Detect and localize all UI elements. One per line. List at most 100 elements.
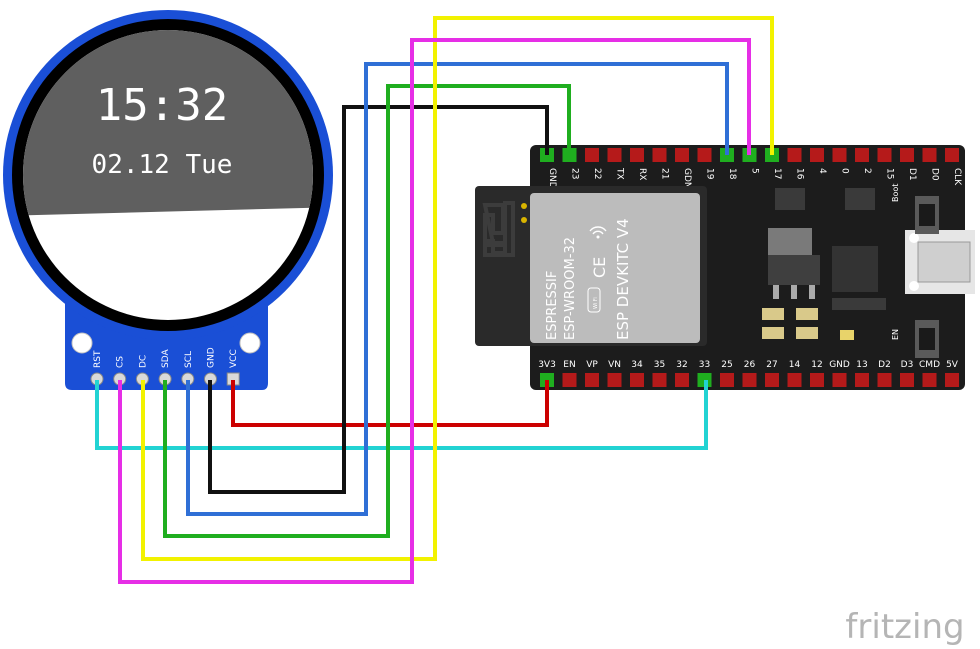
board-pin-label: VN — [608, 360, 621, 370]
board-pin-label: CMD — [919, 360, 940, 370]
board-pin-label: EN — [563, 360, 575, 370]
board-pin-label: 4 — [817, 168, 827, 174]
board-pin-top[interactable] — [832, 148, 847, 162]
board-pin-bottom[interactable] — [562, 373, 577, 387]
board-pin-bottom[interactable] — [922, 373, 937, 387]
wire-cs-5[interactable] — [118, 38, 751, 584]
status-led — [840, 330, 854, 340]
board-pin-label: 13 — [856, 360, 867, 370]
board-pin-label: GDN — [682, 168, 692, 189]
board-pin-label: D0 — [930, 168, 940, 181]
board-pin-bottom[interactable] — [787, 373, 802, 387]
board-pin-bottom[interactable] — [945, 373, 959, 387]
board-pin-label: 14 — [789, 360, 801, 370]
wire-rst-33[interactable] — [95, 380, 708, 450]
board-pin-label: 27 — [766, 360, 777, 370]
wifi-icon — [589, 226, 607, 239]
board-pin-label: VP — [586, 360, 598, 370]
board-pin-label: RX — [637, 168, 647, 180]
board-pin-label: 18 — [727, 168, 737, 180]
board-pin-top[interactable] — [652, 148, 667, 162]
board-pin-label: CLK — [952, 168, 962, 186]
usb-tab — [909, 233, 919, 243]
module-pad — [521, 217, 527, 223]
wire-sda-23[interactable] — [163, 84, 571, 538]
board-pin-bottom[interactable] — [675, 373, 689, 387]
boot-label: Boot — [891, 184, 900, 202]
ce-mark: CE — [590, 257, 609, 278]
board-pin-label: 22 — [592, 168, 602, 179]
display-pin-label: RST — [93, 350, 103, 368]
en-button-cap[interactable] — [919, 328, 935, 350]
wifi-certified-badge — [587, 287, 601, 313]
board-pin-label: 17 — [772, 168, 782, 179]
board-pin-bottom[interactable] — [855, 373, 869, 387]
board-pin-top[interactable] — [787, 148, 802, 162]
board-pin-label: 5V — [946, 360, 959, 370]
board-pin-bottom[interactable] — [810, 373, 824, 387]
board-pin-label: 16 — [795, 168, 805, 180]
board-pin-label: D2 — [878, 360, 891, 370]
board-pin-top[interactable] — [675, 148, 689, 162]
board-pin-top[interactable] — [585, 148, 599, 162]
board-pin-label: 5 — [750, 168, 760, 174]
board-pin-top[interactable] — [697, 148, 712, 162]
boot-button-cap[interactable] — [919, 204, 935, 226]
board-pin-bottom[interactable] — [607, 373, 622, 387]
board-pin-bottom[interactable] — [832, 373, 847, 387]
board-pin-label: 2 — [862, 168, 872, 174]
board-pin-label: 33 — [699, 360, 710, 370]
board-pin-label: D3 — [901, 360, 914, 370]
en-label: EN — [891, 329, 900, 340]
display-pin-label: DC — [138, 355, 148, 368]
wire-dc-17[interactable] — [141, 16, 774, 561]
board-pin-label: GND — [829, 360, 850, 370]
smd-capacitor — [762, 327, 784, 339]
board-pin-bottom[interactable] — [630, 373, 644, 387]
smd-capacitor — [796, 327, 818, 339]
board-pin-top[interactable] — [607, 148, 622, 162]
board-pin-top[interactable] — [945, 148, 959, 162]
board-pin-top[interactable] — [900, 148, 914, 162]
board-pin-bottom[interactable] — [877, 373, 892, 387]
smd-capacitor — [796, 308, 818, 320]
board-pin-bottom[interactable] — [585, 373, 599, 387]
board-pin-label: 34 — [631, 360, 643, 370]
board-pin-bottom[interactable] — [900, 373, 914, 387]
wire-scl-18[interactable] — [186, 62, 729, 516]
mount-hole — [239, 332, 261, 354]
board-pin-bottom[interactable] — [742, 373, 757, 387]
smd-capacitor — [762, 308, 784, 320]
board-pin-label: 21 — [660, 168, 670, 179]
board-pin-label: 32 — [676, 360, 687, 370]
regulator-leg — [773, 285, 779, 299]
board-pin-bottom[interactable] — [652, 373, 667, 387]
board-pin-top[interactable] — [855, 148, 869, 162]
wires — [95, 16, 774, 584]
board-pin-bottom[interactable] — [765, 373, 779, 387]
voltage-regulator-tab — [768, 228, 812, 258]
board-pin-bottom[interactable] — [720, 373, 734, 387]
wifi-badge-label: Wi Fi — [593, 297, 599, 309]
board-pin-top[interactable] — [877, 148, 892, 162]
wire-gnd-gnd[interactable] — [208, 105, 549, 494]
board-pin-label: 25 — [721, 360, 732, 370]
board-pin-top[interactable] — [630, 148, 644, 162]
board-pin-label: 26 — [744, 360, 756, 370]
display-pin-label: VCC — [229, 349, 239, 368]
voltage-regulator — [768, 255, 820, 285]
esp-wroom-32-module: ESPRESSIF ESP-WROOM-32 ESP DEVKITC V4 CE… — [475, 186, 707, 346]
module-pad — [521, 203, 527, 209]
board-pin-top[interactable] — [810, 148, 824, 162]
display-pin-label: SDA — [161, 349, 171, 368]
transistor — [845, 188, 875, 210]
display-pin-label: SCL — [184, 351, 194, 368]
board-components: Boot EN — [762, 184, 975, 358]
display-pin-label: GND — [207, 347, 217, 368]
board-pin-top[interactable] — [922, 148, 937, 162]
transistor — [775, 188, 805, 210]
